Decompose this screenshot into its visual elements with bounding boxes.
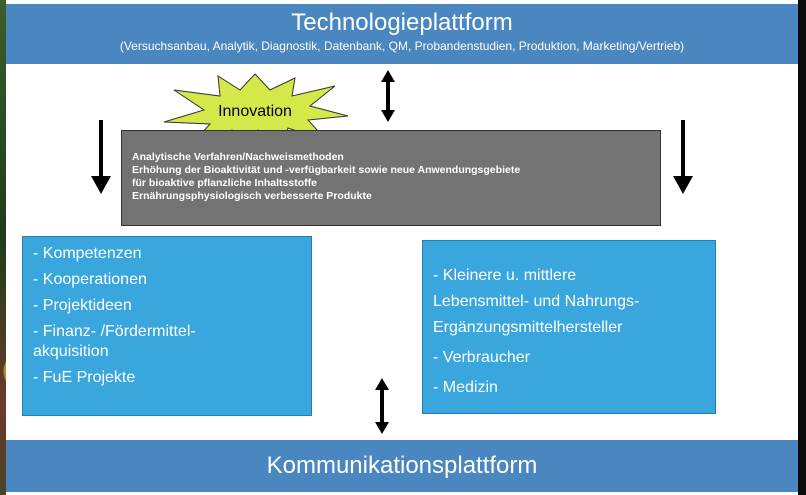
header-subtitle: (Versuchsanbau, Analytik, Diagnostik, Da…: [119, 39, 685, 53]
technology-platform-header: Technologieplattform (Versuchsanbau, Ana…: [6, 4, 798, 64]
competence-item: - Finanz- /Fördermittel-: [33, 323, 196, 340]
background-edge: [796, 0, 806, 495]
header-title: Technologieplattform: [291, 9, 513, 36]
target-item: Lebensmittel- und Nahrungs-: [433, 293, 640, 310]
target-item: - Medizin: [433, 379, 498, 396]
target-groups-box: - Kleinere u. mittlere Lebensmittel- und…: [422, 240, 716, 414]
double-arrow-top-icon: [381, 70, 395, 122]
competence-item: - Kooperationen: [33, 271, 147, 288]
target-item: - Kleinere u. mittlere: [433, 267, 577, 284]
down-arrow-right-icon: [673, 120, 693, 194]
competence-item: - FuE Projekte: [33, 369, 136, 386]
competence-item: akquisition: [33, 343, 109, 360]
goal-line: Ernährungsphysiologisch verbesserte Prod…: [132, 190, 372, 202]
target-item: Ergänzungsmittelhersteller: [433, 319, 623, 336]
down-arrow-left-icon: [91, 120, 111, 194]
communication-platform-footer: Kommunikationsplattform: [6, 440, 798, 492]
target-item: - Verbraucher: [433, 349, 530, 366]
goal-line: für bioaktive pflanzliche Inhaltsstoffe: [132, 177, 317, 189]
research-goals-box: Analytische Verfahren/Nachweismethoden E…: [121, 130, 661, 226]
competence-item: - Projektideen: [33, 297, 132, 314]
goal-line: Analytische Verfahren/Nachweismethoden: [132, 151, 344, 163]
competence-box: - Kompetenzen - Kooperationen - Projekti…: [22, 236, 312, 416]
competence-item: - Kompetenzen: [33, 245, 142, 262]
double-arrow-bottom-icon: [375, 378, 389, 434]
footer-title: Kommunikationsplattform: [266, 452, 538, 479]
goal-line: Erhöhung der Bioaktivität und -verfügbar…: [132, 164, 521, 176]
innovation-label: Innovation: [218, 103, 292, 120]
